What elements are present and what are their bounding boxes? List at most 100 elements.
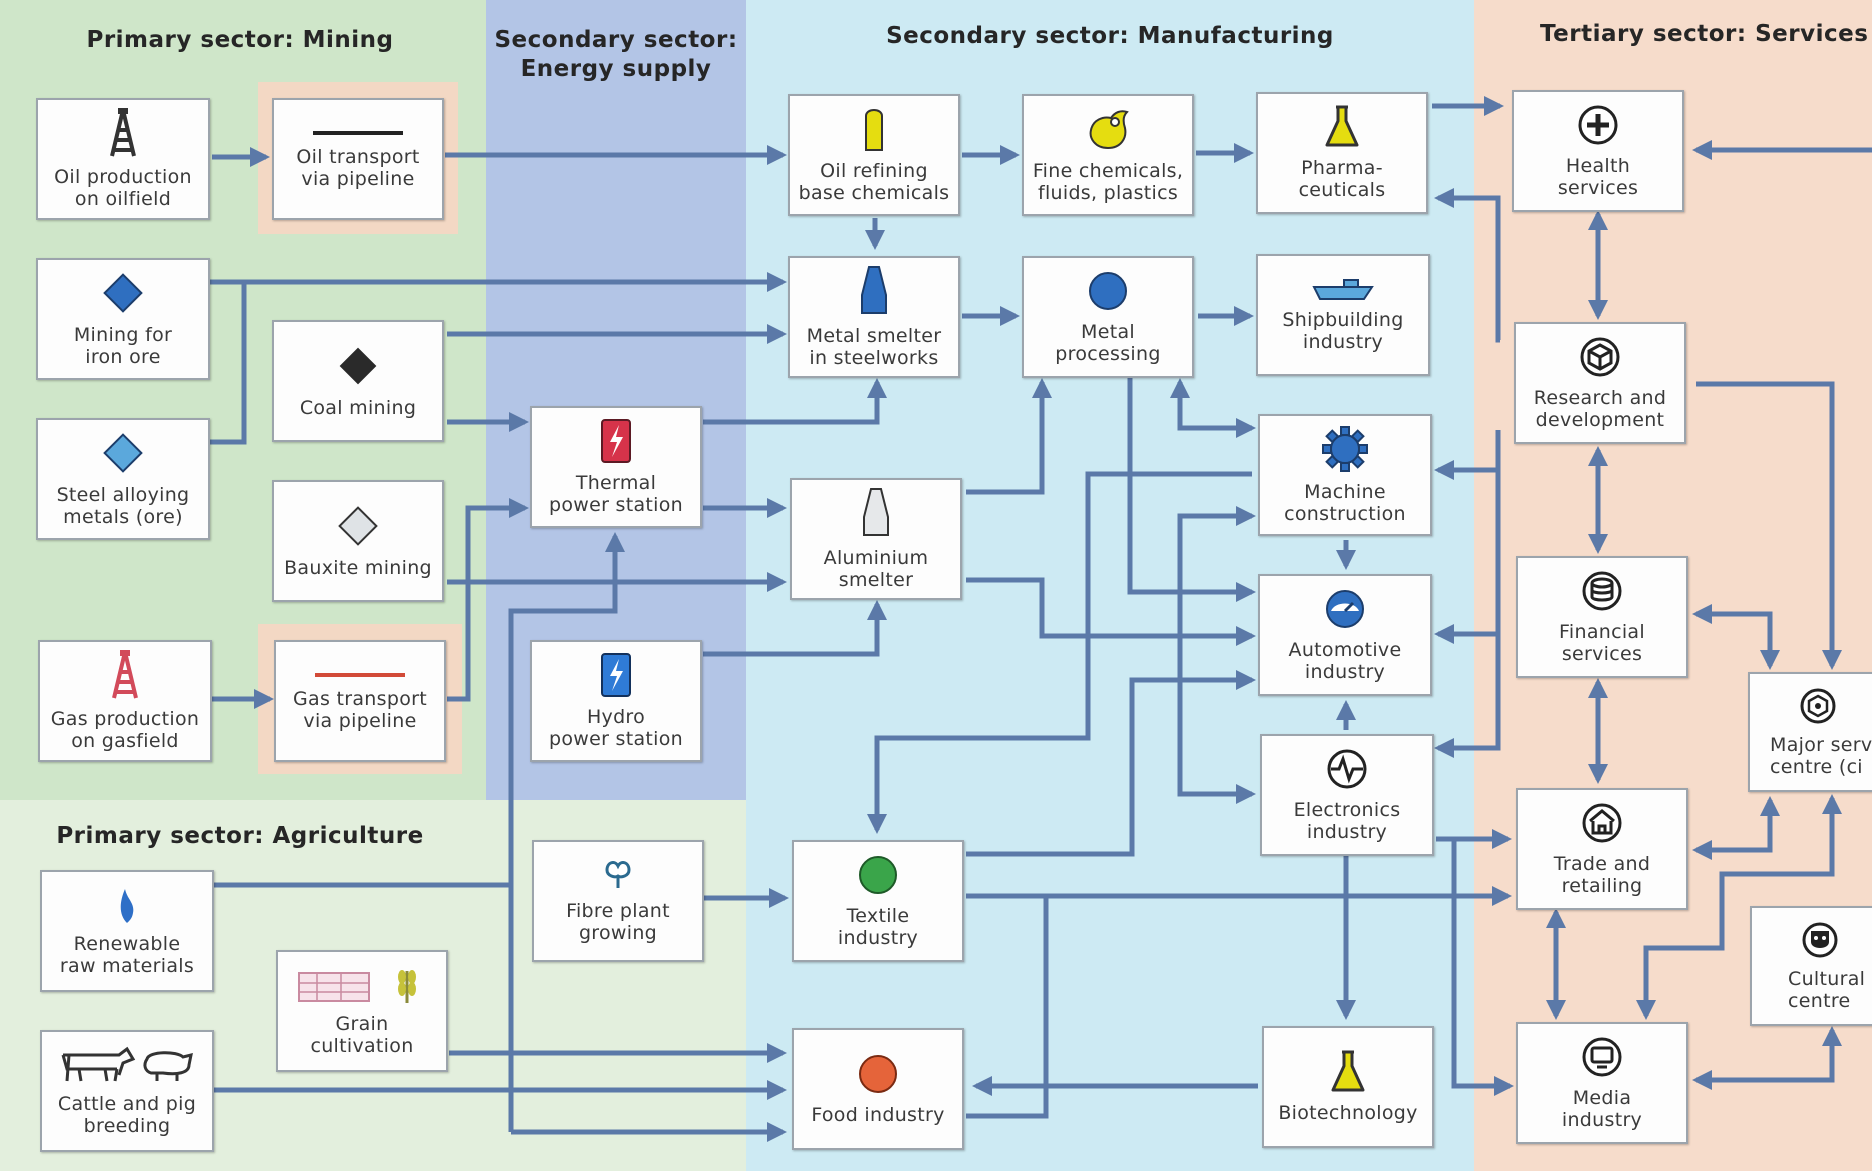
grey-diamond-icon [338,506,378,546]
centre-icon [1800,688,1836,724]
node-label: Textile industry [837,905,919,949]
node-automotive: Automotive industry [1258,574,1432,696]
medical-cross-icon [1578,105,1618,145]
hydro-power-icon [601,653,631,697]
node-bauxite-mining: Bauxite mining [272,480,444,602]
node-aluminium: Aluminium smelter [790,478,962,600]
node-label: Mining for iron ore [73,324,173,368]
node-financial: Financial services [1516,556,1688,678]
node-label: Hydro power station [548,706,684,750]
node-label: Oil production on oilfield [54,166,192,210]
node-label: Electronics industry [1293,799,1401,843]
flask-icon [1325,105,1359,147]
thermal-power-icon [601,419,631,463]
blue-diamond-icon [103,273,143,313]
node-label: Pharma- ceuticals [1298,157,1386,201]
zone-title-energy: Secondary sector: Energy supply [494,27,738,82]
node-fibre-plant: Fibre plant growing [532,840,704,962]
node-label: Bauxite mining [284,557,432,579]
node-label: Research and development [1533,387,1667,431]
green-circle-icon [859,856,897,894]
node-label: Oil refining base chemicals [798,160,950,204]
orange-circle-icon [859,1055,897,1093]
ship-icon [1312,279,1374,300]
node-label: Fine chemicals, fluids, plastics [1032,160,1184,204]
node-label: Automotive industry [1288,639,1402,683]
node-label: Thermal power station [548,472,684,516]
node-label: Food industry [811,1104,945,1126]
node-oil-refining: Oil refining base chemicals [788,94,960,216]
cotton-plant-icon [605,861,631,888]
node-major-centre: Major servi centre (ci [1748,672,1872,792]
node-label: Oil transport via pipeline [296,146,420,190]
node-hydro-power: Hydro power station [530,640,702,762]
node-label: Shipbuilding industry [1282,309,1404,353]
node-oil-production: Oil production on oilfield [36,98,210,220]
node-label: Renewable raw materials [59,933,195,977]
node-label: Gas transport via pipeline [293,688,427,732]
theatre-mask-icon [1802,922,1838,958]
node-label: Metal processing [1055,321,1161,365]
aluminium-furnace-icon [863,488,889,536]
light-blue-diamond-icon [103,433,143,473]
oil-derrick-icon [110,108,136,157]
node-fine-chemicals: Fine chemicals, fluids, plastics [1022,94,1194,216]
node-label: Cattle and pig breeding [57,1093,197,1137]
zone-title-mining: Primary sector: Mining [86,27,394,53]
gas-derrick-icon [112,650,138,699]
node-biotech: Biotechnology [1262,1026,1434,1148]
node-label: Fibre plant growing [566,900,670,944]
cow-pig-icon [61,1046,193,1082]
flame-leaf-icon [120,889,134,923]
node-label: Financial services [1559,621,1645,665]
flask-icon [1331,1050,1365,1092]
node-cattle: Cattle and pig breeding [40,1030,214,1152]
black-diamond-icon [339,347,377,385]
node-label: Cultural centre [1788,968,1866,1012]
node-electronics: Electronics industry [1260,734,1434,856]
shop-icon [1582,803,1622,843]
node-label: Steel alloying metals (ore) [56,484,190,528]
node-gas-production: Gas production on gasfield [38,640,212,762]
gear-icon [1322,426,1368,472]
node-label: Metal smelter in steelworks [806,325,942,369]
node-thermal-power: Thermal power station [530,406,702,528]
node-research: Research and development [1514,322,1686,444]
node-label: Media industry [1561,1087,1643,1131]
pipeline-black-icon [313,131,403,135]
blast-furnace-icon [861,266,887,314]
node-metal-processing: Metal processing [1022,256,1194,378]
zone-title-services: Tertiary sector: Services [1540,21,1869,47]
node-label: Trade and retailing [1553,853,1651,897]
node-label: Machine construction [1284,481,1406,525]
node-label: Coal mining [299,397,417,419]
node-oil-transport: Oil transport via pipeline [272,98,444,220]
node-metal-smelter: Metal smelter in steelworks [788,256,960,378]
coins-icon [1582,571,1622,611]
node-cultural-centre: Cultural centre [1750,906,1872,1026]
node-grain: Grain cultivation [276,950,448,1072]
node-coal-mining: Coal mining [272,320,444,442]
research-cube-icon [1580,337,1620,377]
node-machine: Machine construction [1258,414,1432,536]
node-label: Health services [1557,155,1639,199]
node-label: Aluminium smelter [823,547,929,591]
chemical-droplet-icon [1089,110,1129,150]
monitor-icon [1582,1037,1622,1077]
node-food: Food industry [792,1028,964,1150]
node-label: Major servi centre (ci [1770,734,1872,778]
node-trade: Trade and retailing [1516,788,1688,910]
speedometer-icon [1326,590,1364,628]
node-health: Health services [1512,90,1684,212]
zone-title-manufacturing: Secondary sector: Manufacturing [886,23,1334,49]
node-textile: Textile industry [792,840,964,962]
node-gas-transport: Gas transport via pipeline [274,640,446,762]
node-renewable: Renewable raw materials [40,870,214,992]
node-media: Media industry [1516,1022,1688,1144]
blue-circle-icon [1089,272,1127,310]
node-label: Gas production on gasfield [50,708,200,752]
wheat-field-icon [298,970,416,1003]
node-shipbuilding: Shipbuilding industry [1256,254,1430,376]
